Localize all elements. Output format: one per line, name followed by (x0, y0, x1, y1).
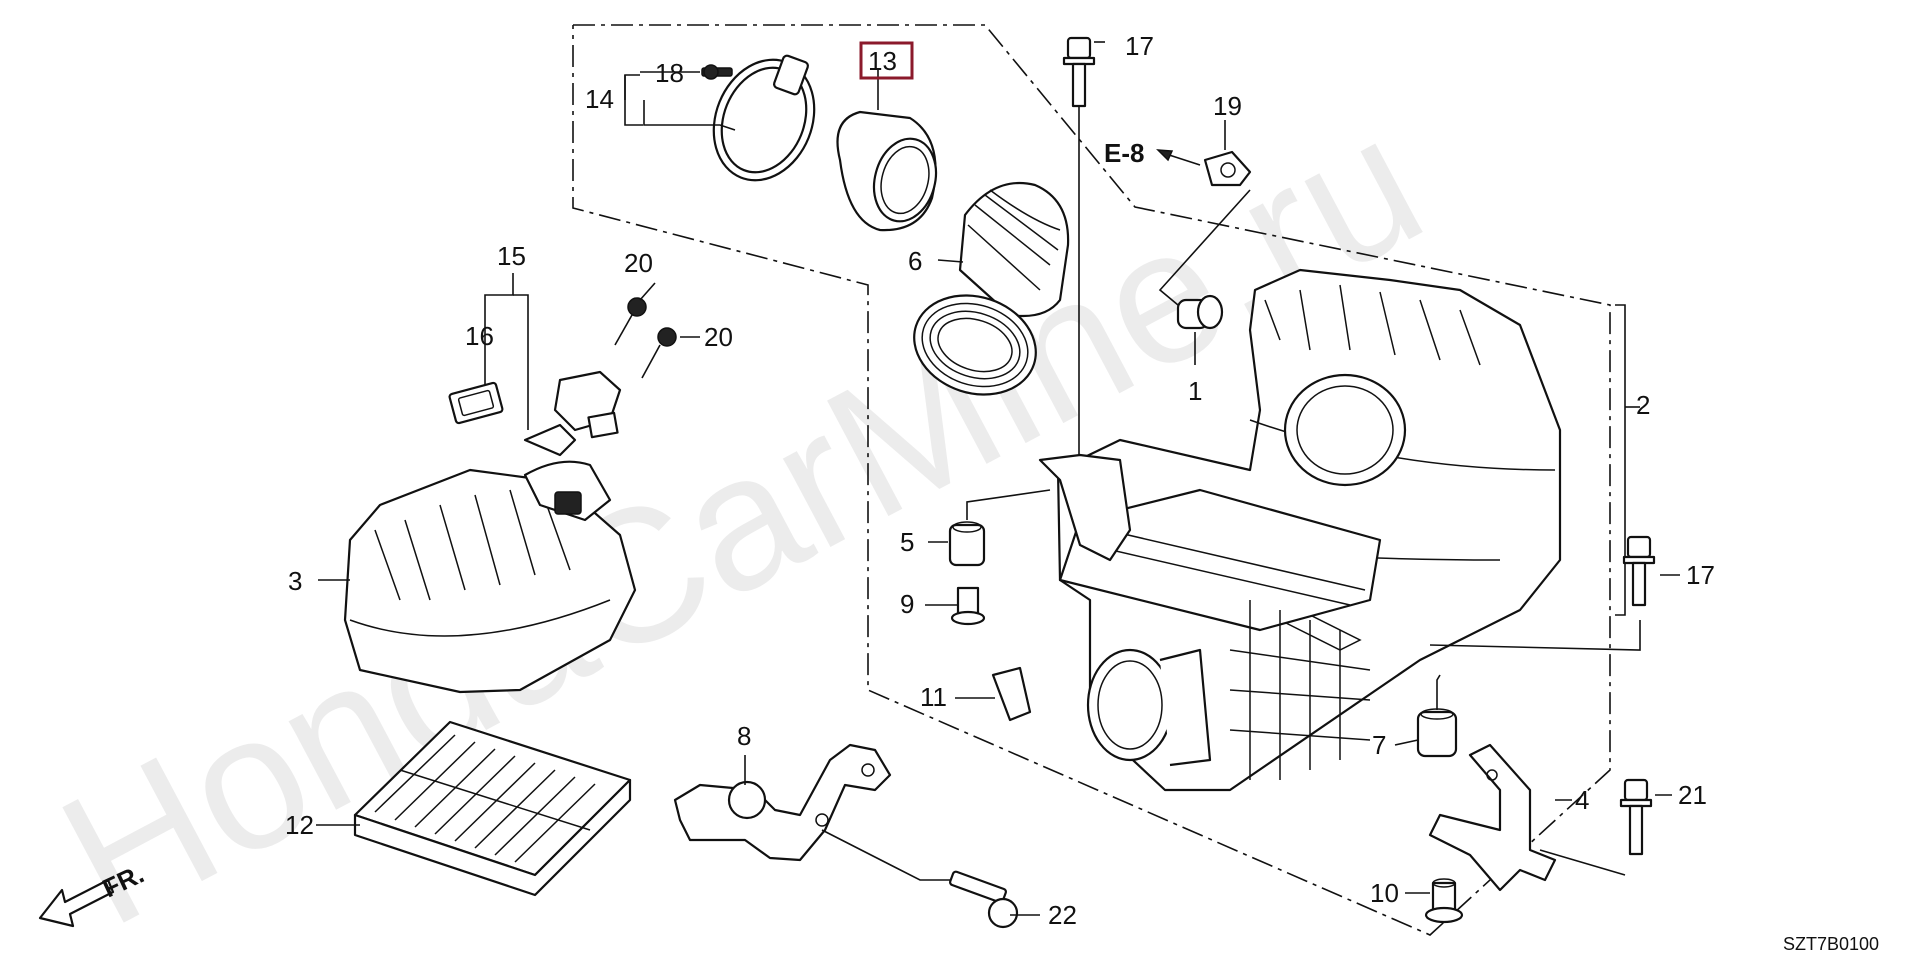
callout-17-right[interactable]: 17 (1686, 560, 1715, 590)
part-18-screw (701, 64, 733, 80)
diagram-code: SZT7B0100 (1783, 934, 1879, 954)
part-17-right-guide (1429, 620, 1641, 651)
part-9-collar (950, 586, 986, 626)
part-20-screw-lower (641, 327, 677, 379)
callout-1[interactable]: 1 (1188, 376, 1202, 406)
callout-3[interactable]: 3 (288, 566, 302, 596)
callout-4[interactable]: 4 (1575, 785, 1589, 815)
callout-14[interactable]: 14 (585, 84, 614, 114)
callout-21[interactable]: 21 (1678, 780, 1707, 810)
part-10-collar (1424, 878, 1464, 924)
part-4-guide (1539, 849, 1626, 876)
part-4-bracket (1428, 743, 1557, 892)
callout-15[interactable]: 15 (497, 241, 526, 271)
callout-labels: 13 14 18 6 17 19 1 2 15 16 20 20 3 5 9 1… (285, 31, 1715, 930)
part-12-air-filter (353, 720, 632, 897)
part-7-mount-rubber (1416, 708, 1458, 758)
callout-20-upper[interactable]: 20 (624, 248, 653, 278)
callout-6[interactable]: 6 (908, 246, 922, 276)
callout-20-lower[interactable]: 20 (704, 322, 733, 352)
part-8-bracket (673, 743, 892, 862)
part-17-bolt-right (1622, 535, 1656, 607)
reference-arrow-icon (1156, 149, 1201, 166)
part-1-grommet (1176, 294, 1224, 330)
part-7-guide (1436, 674, 1441, 710)
part-20-screw-upper (614, 297, 647, 346)
part-11-clip (991, 666, 1032, 722)
part-2-air-cleaner-case (1038, 268, 1562, 792)
part-21-bolt (1619, 778, 1653, 856)
part-17-bolt-top (1062, 36, 1096, 108)
leader-lines (316, 41, 1680, 916)
part-19-clip (1203, 150, 1252, 187)
callout-13[interactable]: 13 (868, 46, 897, 76)
callout-19[interactable]: 19 (1213, 91, 1242, 121)
front-arrow-icon (38, 878, 115, 928)
part-16-seal (448, 381, 504, 425)
part-6-intake-duct (913, 181, 1070, 396)
callout-12[interactable]: 12 (285, 810, 314, 840)
callout-8[interactable]: 8 (737, 721, 751, 751)
part-2-leader (1615, 304, 1626, 616)
part-13-intake-ring (836, 110, 938, 232)
highlight-box-part-13 (859, 41, 914, 80)
reference-label-e8: E-8 (1104, 138, 1144, 168)
part-5-mount-rubber (948, 521, 986, 567)
part-15-intake-sensor (523, 370, 622, 457)
part-22-bolt (949, 870, 1019, 929)
callout-22[interactable]: 22 (1048, 900, 1077, 930)
part-14-hose-clamp (712, 54, 816, 182)
part-3-air-cleaner-cover (343, 460, 637, 694)
callout-2[interactable]: 2 (1636, 390, 1650, 420)
callout-11[interactable]: 11 (920, 682, 947, 712)
callout-17-top[interactable]: 17 (1125, 31, 1154, 61)
callout-7[interactable]: 7 (1372, 730, 1386, 760)
part-5-guide (966, 489, 1051, 520)
callout-10[interactable]: 10 (1370, 878, 1399, 908)
callout-16[interactable]: 16 (465, 321, 494, 351)
callout-9[interactable]: 9 (900, 589, 914, 619)
callout-5[interactable]: 5 (900, 527, 914, 557)
callout-18[interactable]: 18 (655, 58, 684, 88)
